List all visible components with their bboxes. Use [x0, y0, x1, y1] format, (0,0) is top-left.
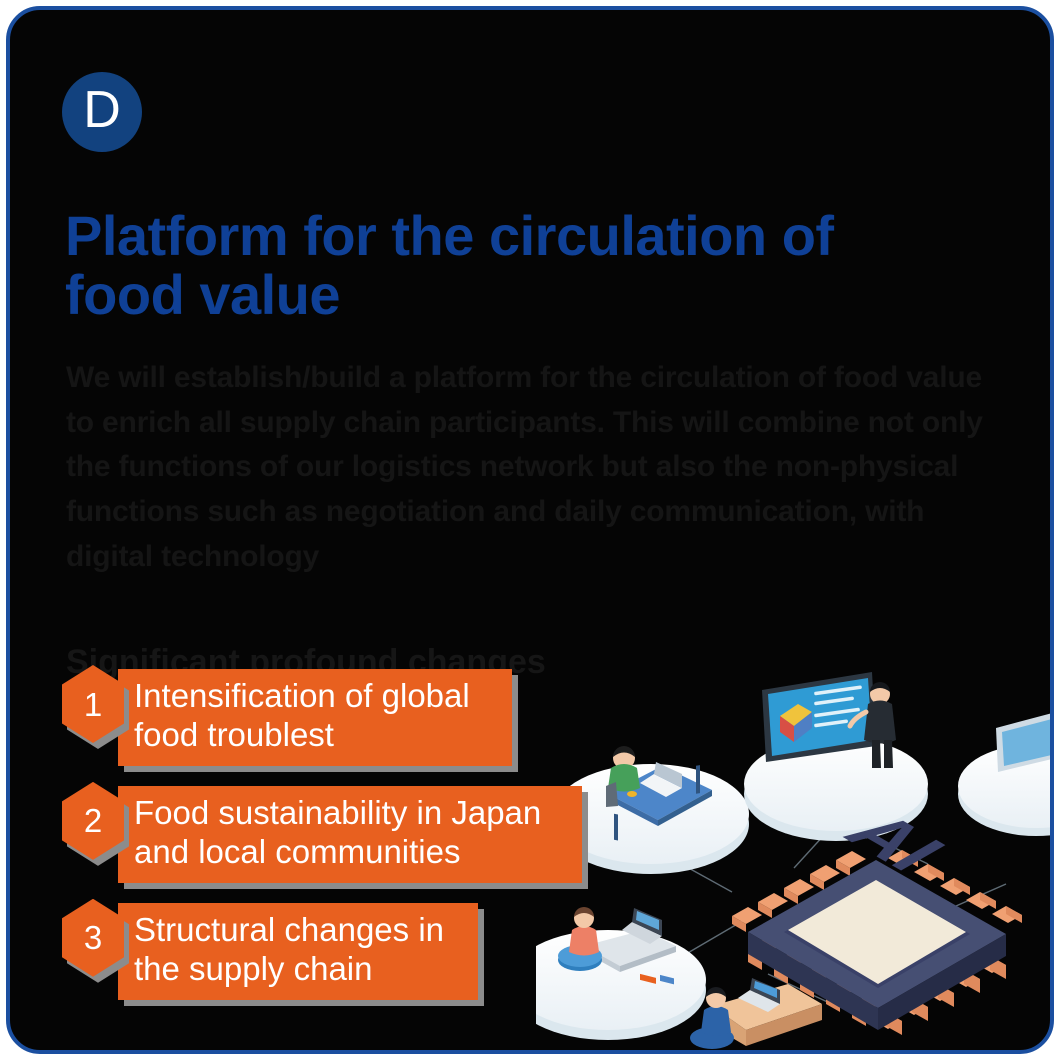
platform-presentation — [744, 672, 928, 841]
item-label-line2: food troublest — [134, 715, 334, 753]
platform-desk-left — [553, 746, 749, 874]
item-label-line2: the supply chain — [134, 949, 373, 987]
item-label-box: Intensification of global food troublest — [118, 669, 512, 766]
platform-desk-bottom — [536, 907, 706, 1040]
page-title: Platform for the circulation of food val… — [65, 203, 834, 326]
card-content: D Platform for the circulation of food v… — [10, 10, 1050, 1050]
item-label-line2: and local communities — [134, 832, 461, 870]
hexagon-icon: 1 — [62, 665, 124, 743]
isometric-ai-illustration: AI — [536, 672, 1050, 1049]
list-item[interactable]: 2 Food sustainability in Japan and local… — [62, 781, 662, 883]
item-label-line1: Intensification of global — [134, 677, 470, 714]
item-number-badge: 3 — [62, 898, 129, 983]
item-label-line1: Food sustainability in Japan — [134, 793, 542, 831]
section-letter: D — [83, 81, 121, 139]
item-number: 1 — [83, 685, 103, 723]
item-number-badge: 2 — [62, 781, 129, 866]
list-item[interactable]: 1 Intensification of global food trouble… — [62, 665, 662, 766]
change-list: 1 Intensification of global food trouble… — [62, 665, 662, 1016]
item-label-box: Structural changes in the supply chain — [118, 902, 478, 1000]
section-letter-badge: D — [62, 72, 142, 152]
list-item[interactable]: 3 Structural changes in the supply chain — [62, 898, 662, 1000]
body-paragraph: We will establish/build a platform for t… — [66, 361, 983, 573]
item-number: 2 — [83, 802, 103, 840]
item-number-badge: 1 — [62, 665, 129, 749]
platform-office-bottom — [690, 978, 822, 1049]
item-label-line1: Structural changes in — [134, 910, 445, 948]
info-card: AI D Platform for the circulation of foo… — [6, 6, 1054, 1054]
item-label-box: Food sustainability in Japan and local c… — [118, 785, 582, 883]
hexagon-icon: 2 — [62, 781, 124, 860]
hexagon-icon: 3 — [62, 898, 124, 977]
item-number: 3 — [83, 919, 103, 957]
illustration: AI — [10, 10, 1050, 1050]
platform-right-edge — [958, 713, 1050, 836]
